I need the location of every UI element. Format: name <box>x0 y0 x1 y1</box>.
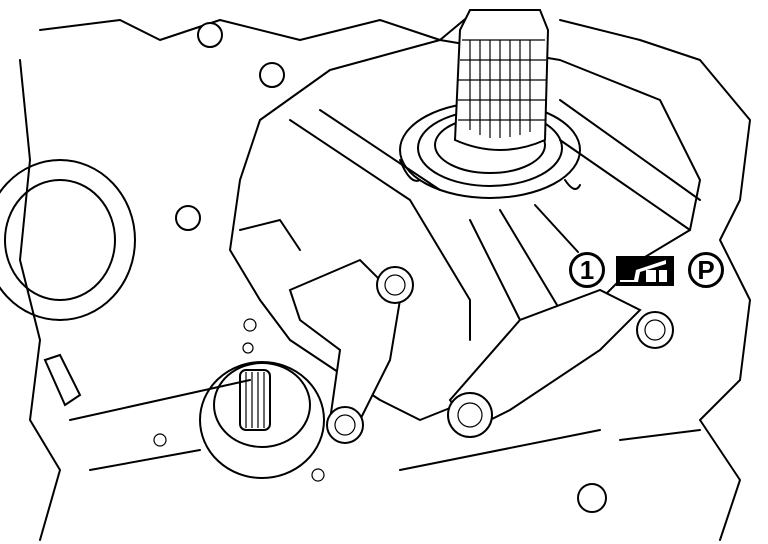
seal-installer-icon <box>616 256 674 286</box>
replace-part-symbol: P <box>688 252 724 288</box>
part-callout-1: 1 <box>569 252 605 288</box>
